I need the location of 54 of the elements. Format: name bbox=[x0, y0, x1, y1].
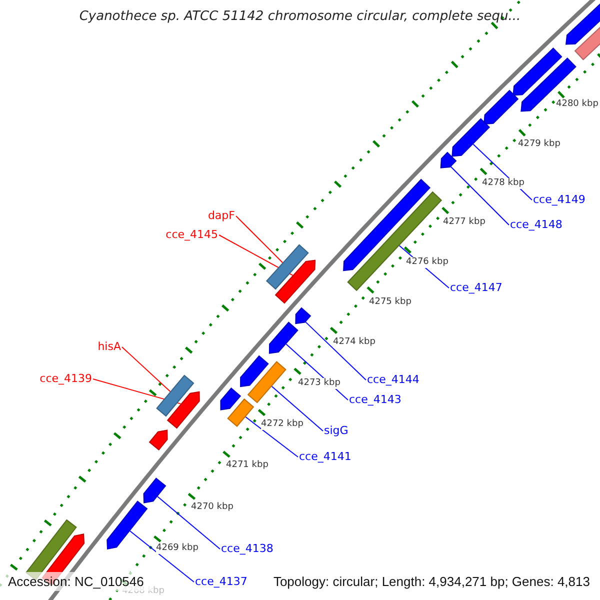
gene-block bbox=[266, 244, 309, 290]
gene-feature bbox=[295, 307, 312, 324]
tick-label: 4272 kbp bbox=[261, 419, 304, 430]
gene-label: cce_4137 bbox=[195, 575, 248, 589]
gene-feature bbox=[512, 47, 562, 96]
gene-feature bbox=[520, 57, 576, 112]
leader-line bbox=[305, 322, 366, 380]
gene-label: dapF bbox=[208, 209, 235, 223]
tick-label: 4274 kbp bbox=[333, 337, 376, 348]
tick-label: 4273 kbp bbox=[298, 378, 340, 389]
tick-label: 4279 kbp bbox=[518, 139, 560, 150]
gene-block bbox=[227, 398, 254, 427]
gene-block bbox=[247, 361, 286, 404]
topology-text: Topology: circular; Length: 4,934,271 bp; Genes: 4,813 bbox=[273, 574, 590, 589]
leader-line bbox=[450, 166, 510, 226]
tick-label: 4275 kbp bbox=[369, 297, 412, 308]
gene-label: cce_4148 bbox=[510, 218, 562, 232]
gene-label: cce_4149 bbox=[533, 193, 586, 207]
gene-label: cce_4143 bbox=[349, 393, 402, 407]
gene-feature bbox=[220, 388, 242, 410]
leader-line bbox=[122, 346, 171, 392]
tick-label: 4270 kbp bbox=[191, 502, 234, 513]
gene-label: hisA bbox=[98, 340, 121, 354]
gene-feature bbox=[106, 500, 148, 550]
gene-feature bbox=[166, 391, 200, 429]
gene-label: cce_4147 bbox=[450, 281, 502, 295]
gene-feature bbox=[274, 260, 316, 304]
gene-label: cce_4141 bbox=[299, 450, 352, 464]
tick-label: 4271 kbp bbox=[226, 460, 268, 471]
gene-feature bbox=[268, 322, 298, 354]
leader-line bbox=[129, 530, 194, 582]
tick-label: 4269 kbp bbox=[156, 543, 198, 554]
tick-label: 4277 kbp bbox=[443, 217, 486, 228]
gene-feature bbox=[440, 152, 457, 168]
leader-line bbox=[157, 496, 220, 550]
gene-label: cce_4139 bbox=[40, 372, 92, 386]
tick-label: 4280 kbp bbox=[556, 99, 598, 110]
gene-feature bbox=[148, 430, 168, 450]
gene-label: cce_4145 bbox=[166, 228, 218, 242]
gene-label: sigG bbox=[324, 424, 348, 438]
map-title: Cyanothece sp. ATCC 51142 chromosome circular, complete sequ... bbox=[78, 9, 522, 24]
leader-line bbox=[236, 216, 284, 264]
tick-label: 4278 kbp bbox=[482, 178, 524, 189]
tick-label: 4276 kbp bbox=[406, 257, 448, 268]
gene-label: cce_4144 bbox=[367, 373, 420, 387]
gene-feature bbox=[240, 355, 269, 388]
gene-block bbox=[156, 374, 194, 417]
gene-feature bbox=[484, 90, 519, 125]
leader-line bbox=[245, 416, 298, 458]
gene-feature bbox=[143, 478, 166, 504]
gene-feature bbox=[452, 118, 490, 157]
leader-line bbox=[271, 386, 324, 432]
gene-feature bbox=[343, 178, 431, 272]
gene-label: cce_4138 bbox=[221, 542, 274, 556]
